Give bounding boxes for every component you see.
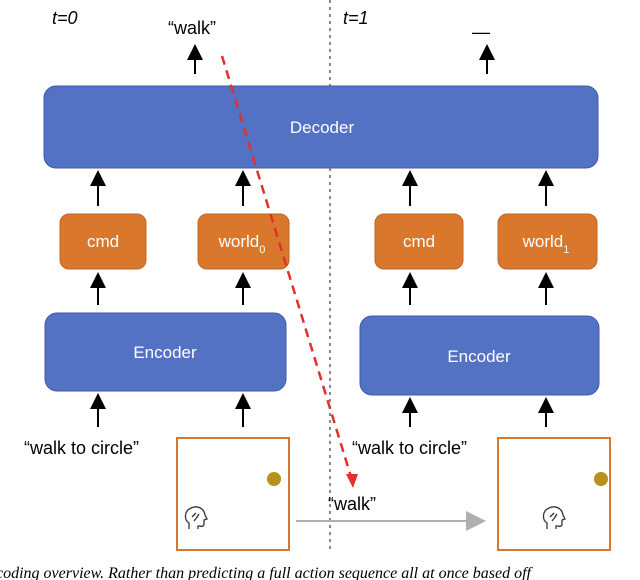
figure-caption: coding overview. Rather than predicting …: [0, 565, 534, 580]
output-t0: “walk”: [168, 18, 216, 38]
encoder-box-t0: [44, 312, 287, 392]
encoder-label-t1: Encoder: [447, 347, 511, 366]
target-circle-t1: [594, 472, 608, 486]
agent-head-icon: [542, 506, 566, 529]
decoder-label: Decoder: [290, 118, 355, 137]
cmd-box-t1: [374, 213, 464, 270]
encoder-label-t0: Encoder: [133, 343, 197, 362]
timestep-label-t0: t=0: [52, 8, 78, 28]
timestep-label-t1: t=1: [343, 8, 369, 28]
world-label-t1-main: world: [522, 232, 564, 251]
command-text-t1: “walk to circle”: [352, 438, 467, 458]
output-t1: —: [472, 22, 490, 42]
world-label-t1-sub: 1: [563, 244, 569, 256]
world-grid-t1: [497, 437, 611, 551]
cmd-box-t0: [59, 213, 147, 270]
world-label-t0-sub: 0: [259, 244, 265, 256]
target-circle-t0: [267, 472, 281, 486]
agent-head-icon: [184, 506, 208, 529]
world-label-t0-main: world: [218, 232, 260, 251]
decoder-box: [43, 85, 599, 169]
action-feedback-arrowhead: [346, 474, 358, 488]
cmd-label-t0: cmd: [87, 232, 119, 251]
world-grid-t0: [176, 437, 290, 551]
cmd-label-t1: cmd: [403, 232, 435, 251]
transition-label: “walk”: [328, 494, 376, 514]
world-label-t1: world1: [522, 232, 570, 256]
world-box-t0: [197, 213, 290, 270]
encoder-box-t1: [359, 315, 600, 396]
command-text-t0: “walk to circle”: [24, 438, 139, 458]
world-label-t0: world0: [218, 232, 266, 256]
world-box-t1: [497, 213, 598, 270]
